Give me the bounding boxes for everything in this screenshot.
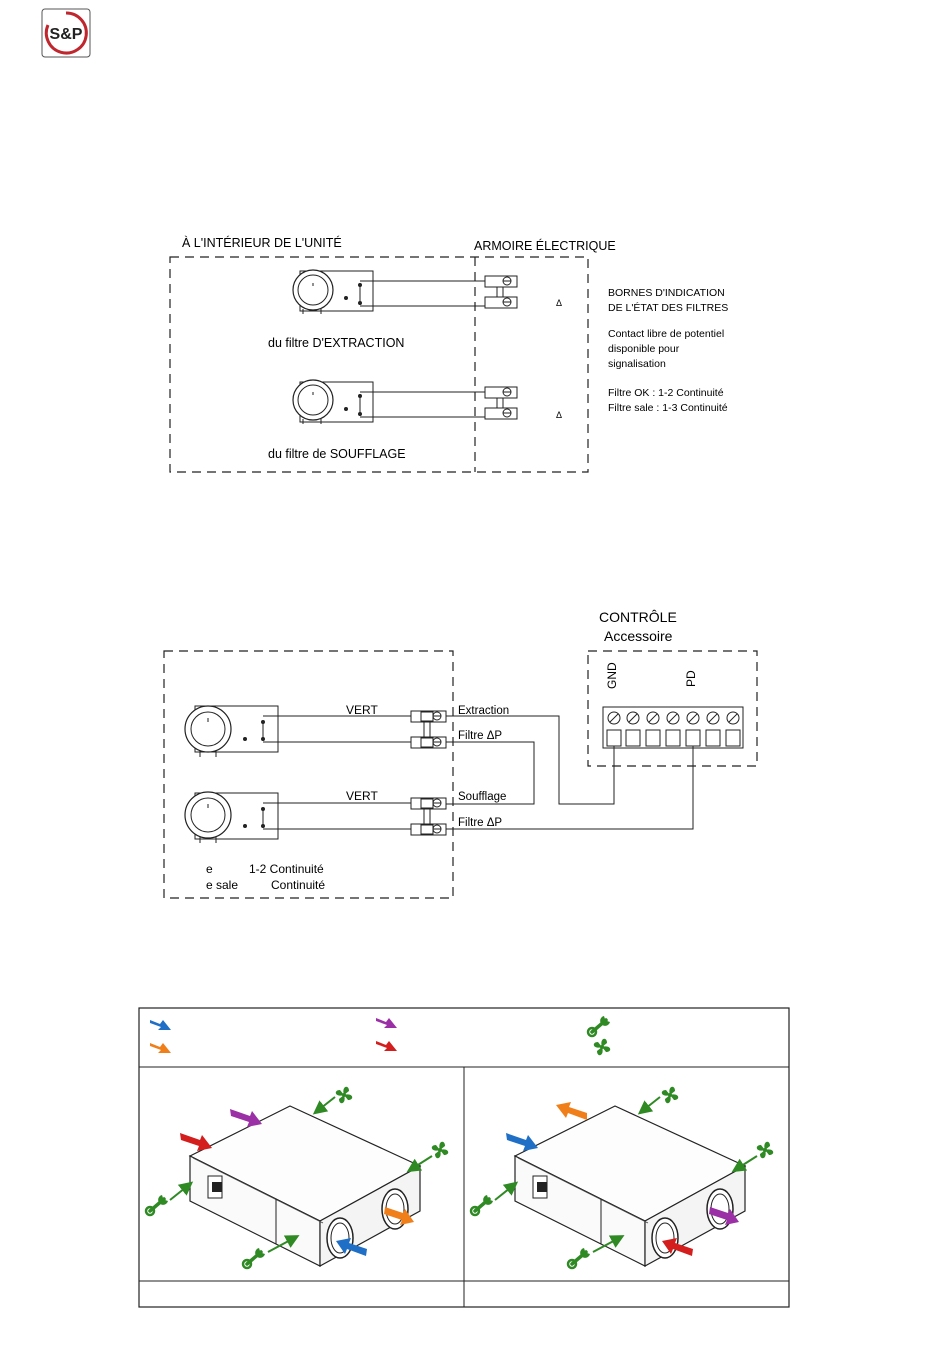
terminal-block-3 [410,710,447,749]
unit-enclosure-2 [163,650,454,899]
note-line-1: BORNES D'INDICATION [608,287,725,299]
logo-mark: S&P [41,8,91,58]
interconnect-wires [446,715,694,830]
control-accessory-wiring-diagram: CONTRÔLE Accessoire GND PD [163,609,758,899]
red-arrow-icon [376,1041,397,1051]
orange-arrow [384,1207,414,1225]
caption-extraction-filter: du filtre D'EXTRACTION [268,336,404,350]
terminal-label-filter-dp-1: Filtre ΔP [458,730,502,742]
pressure-switch-extraction-2 [184,705,279,757]
control-enclosure [587,650,758,767]
terminal-label-supply: Soufflage [458,791,506,803]
wire-label-green-1: VERT [346,703,378,717]
airflow-configuration-table [138,1007,790,1308]
red-arrow [662,1238,693,1256]
legend-row-2-right: Continuité [271,878,325,892]
note-line-2: DE L'ÉTAT DES FILTRES [608,301,728,314]
red-arrow [180,1133,212,1151]
note-line-3: Contact libre de potentiel [608,328,724,340]
pressure-switch-supply [292,379,374,424]
caption-supply-filter: du filtre de SOUFFLAGE [268,447,406,461]
label-inside-unit: À L'INTÉRIEUR DE L'UNITÉ [182,235,342,250]
note-line-4: disponible pour [608,343,680,355]
terminal-label-filter-dp-2: Filtre ΔP [458,817,502,829]
label-electrical-cabinet: ARMOIRE ÉLECTRIQUE [474,238,616,253]
unit-configuration-left [144,1086,449,1270]
legend-row-1-left: e [206,862,213,876]
orange-arrow [556,1102,587,1120]
logo-text: S&P [50,26,83,43]
delta-symbol-2: Δ [556,410,562,420]
orange-arrow-icon [150,1043,171,1053]
terminal-label-extraction: Extraction [458,705,509,717]
blue-arrow-icon [150,1020,171,1030]
delta-symbol-1: Δ [556,298,562,308]
pin-label-pd: PD [684,670,698,687]
filter-status-notes: BORNES D'INDICATION DE L'ÉTAT DES FILTRE… [608,287,728,414]
terminal-block-4 [410,797,447,836]
purple-arrow [709,1207,739,1225]
pressure-switch-extraction [292,269,374,314]
purple-arrow [230,1109,262,1127]
terminal-block-1 [484,275,518,309]
pressure-switch-supply-2 [184,791,279,843]
pin-label-gnd: GND [605,662,619,689]
note-line-5: signalisation [608,358,666,370]
blue-arrow [506,1133,538,1151]
control-terminal-strip [602,706,744,749]
wire-label-green-2: VERT [346,789,378,803]
control-subtitle: Accessoire [604,628,673,644]
control-title: CONTRÔLE [599,609,677,625]
purple-arrow-icon [376,1018,397,1028]
brand-logo: S&P [41,8,91,58]
note-line-7: Filtre sale : 1-3 Continuité [608,402,728,414]
note-line-6: Filtre OK : 1-2 Continuité [608,387,724,399]
unit-enclosure [169,256,589,473]
unit-configuration-right [469,1086,774,1270]
filter-status-wiring-diagram: À L'INTÉRIEUR DE L'UNITÉ ARMOIRE ÉLECTRI… [169,235,728,473]
legend-row-2-left: e sale [206,878,238,892]
terminal-block-2 [484,386,518,420]
blue-arrow [336,1238,367,1256]
legend-row [150,1014,612,1056]
legend-row-1-right: 1-2 Continuité [249,862,324,876]
